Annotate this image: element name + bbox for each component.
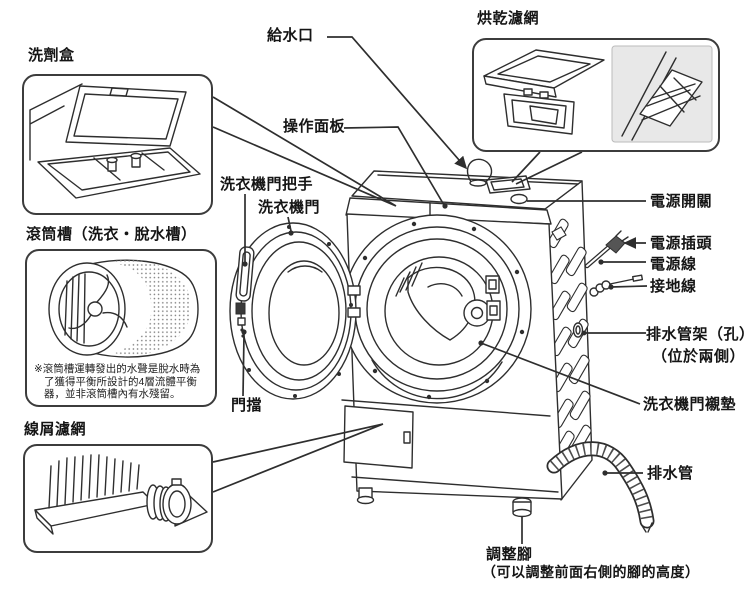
- power-cord-assembly: [584, 230, 644, 297]
- door-glass: [268, 260, 340, 366]
- lint-filter-callout: [23, 444, 213, 553]
- front-opening: [342, 214, 532, 404]
- drum-note: ※滾筒槽運轉發出的水聲是脫水時為 了獲得平衡所設計的4層流體平衡 器，並非滾筒槽…: [34, 363, 212, 401]
- leader-door-stop: [242, 333, 245, 397]
- washer-door: [229, 222, 361, 400]
- power-switch-label: 電源開關: [650, 193, 713, 210]
- leader-door: [287, 216, 292, 232]
- leader-detergent-box: [212, 96, 397, 207]
- door-label: 洗衣機門: [258, 199, 321, 216]
- drying-filter-illustration: [483, 45, 713, 143]
- leader-water-inlet: [327, 36, 468, 170]
- lint-filter-illustration: [34, 454, 208, 535]
- base-seam: [351, 476, 559, 493]
- ground-wire: [589, 274, 644, 297]
- drum-illustration: [48, 259, 199, 358]
- filter-cap: [146, 478, 208, 527]
- ground-wire-label: 接地線: [650, 278, 697, 295]
- side-vent-slots: [547, 218, 592, 461]
- drum-interior: [395, 262, 476, 341]
- front-left-foot: [356, 487, 375, 505]
- leader-control-panel: [343, 126, 445, 206]
- drum-note-line2: 了獲得平衡所設計的4層流體平衡: [44, 375, 197, 388]
- drain-rack-hook: [572, 322, 584, 338]
- drying-filter-label: 烘乾濾網: [477, 10, 540, 27]
- door-hinge: [347, 285, 361, 296]
- siphon-caps: [106, 152, 142, 172]
- door-hinge: [347, 307, 361, 318]
- drum-note-line3: 器，並非滾筒槽內有水殘留。: [44, 388, 181, 400]
- water-inlet: [466, 158, 493, 187]
- door-gasket-label: 洗衣機門襯墊: [643, 396, 737, 413]
- filter-slot-inset: [611, 45, 713, 143]
- drain-rack-sublabel: （位於兩側）: [652, 348, 746, 365]
- leader-lines: [212, 36, 648, 544]
- leader-drying-filter: [511, 151, 583, 185]
- adjust-foot-label: 調整腳: [486, 546, 533, 563]
- door-stop-label: 門擋: [231, 397, 263, 414]
- door-handle-label: 洗衣機門把手: [220, 176, 314, 193]
- front-seam: [341, 399, 551, 417]
- drum-mesh: [113, 259, 191, 357]
- drying-filter-callout: [472, 38, 720, 152]
- drain-rack-label: 排水管架（孔）: [646, 326, 750, 343]
- leader-lint-filter: [212, 423, 384, 493]
- filter-cassette: [483, 49, 605, 135]
- drain-hose-label: 排水管: [647, 465, 694, 482]
- drum-label: 滾筒槽（洗衣・脫水槽）: [26, 226, 197, 243]
- door-screws: [247, 225, 353, 398]
- control-panel-label: 操作面板: [283, 118, 346, 135]
- power-cord-label: 電源線: [650, 256, 697, 273]
- lint-filter-access-panel: [343, 405, 414, 469]
- power-plug-label: 電源插頭: [650, 235, 713, 252]
- leader-door-gasket: [480, 342, 641, 405]
- control-panel: [345, 197, 552, 225]
- machine-body: [341, 158, 593, 518]
- drain-hose: [546, 441, 655, 533]
- detergent-box-label: 洗劑盒: [28, 47, 75, 64]
- rim-screws: [362, 221, 525, 400]
- lint-filter-label: 線屑濾網: [24, 421, 87, 438]
- door-latch-clips: [485, 275, 501, 321]
- drying-filter-slot: [485, 175, 531, 194]
- drum-note-line1: ※滾筒槽運轉發出的水聲是脫水時為: [34, 363, 201, 375]
- leader-ground-wire: [610, 285, 648, 288]
- water-inlet-label: 給水口: [267, 27, 314, 44]
- adjustable-foot: [512, 497, 532, 518]
- detergent-box-callout: [22, 74, 213, 215]
- adjust-foot-note: （可以調整前面右側的腳的高度）: [482, 564, 700, 580]
- door-handle: [235, 246, 255, 302]
- power-switch: [510, 193, 528, 205]
- detergent-box-illustration: [29, 83, 201, 199]
- door-catch-recess: [463, 299, 491, 327]
- leader-dots: [241, 203, 614, 476]
- drum-callout: ※滾筒槽運轉發出的水聲是脫水時為 了獲得平衡所設計的4層流體平衡 器，並非滾筒槽…: [25, 249, 217, 407]
